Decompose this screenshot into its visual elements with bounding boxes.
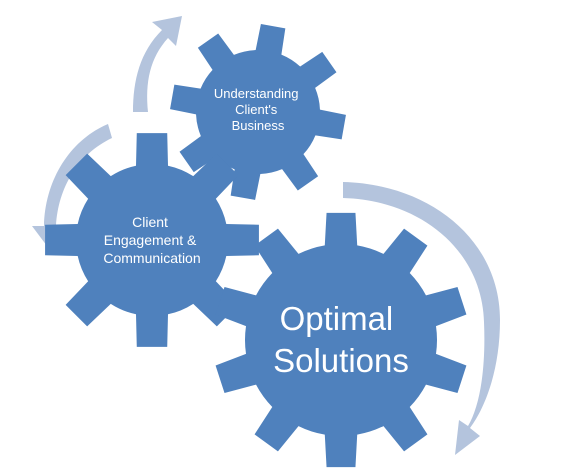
gear-solutions-line-2: Solutions [273,342,409,379]
gear-solutions-body [215,212,467,468]
gear-engagement-line-2: Engagement & [104,232,197,248]
cycle-arrows [32,16,500,455]
gear-understanding-line-1: Understanding [214,86,299,101]
gear-solutions-label: Optimal Solutions [273,300,409,379]
gear-solutions: Optimal Solutions [215,212,467,468]
gear-understanding-label: Understanding Client's Business [214,86,302,133]
gear-understanding: Understanding Client's Business [170,24,346,200]
gear-engagement: Client Engagement & Communication [45,133,259,347]
cycle-arrow-top [133,16,182,112]
gear-engagement-body [45,133,259,347]
gear-engagement-line-1: Client [132,214,168,230]
gear-understanding-line-2: Client's [235,102,278,117]
cycle-arrow-right [343,182,500,455]
gear-understanding-body [170,24,346,200]
cycle-arrow-left [32,124,112,250]
gear-understanding-line-3: Business [232,118,285,133]
gear-engagement-line-3: Communication [103,250,200,266]
gear-solutions-line-1: Optimal [280,300,394,337]
gear-engagement-label: Client Engagement & Communication [103,214,200,266]
